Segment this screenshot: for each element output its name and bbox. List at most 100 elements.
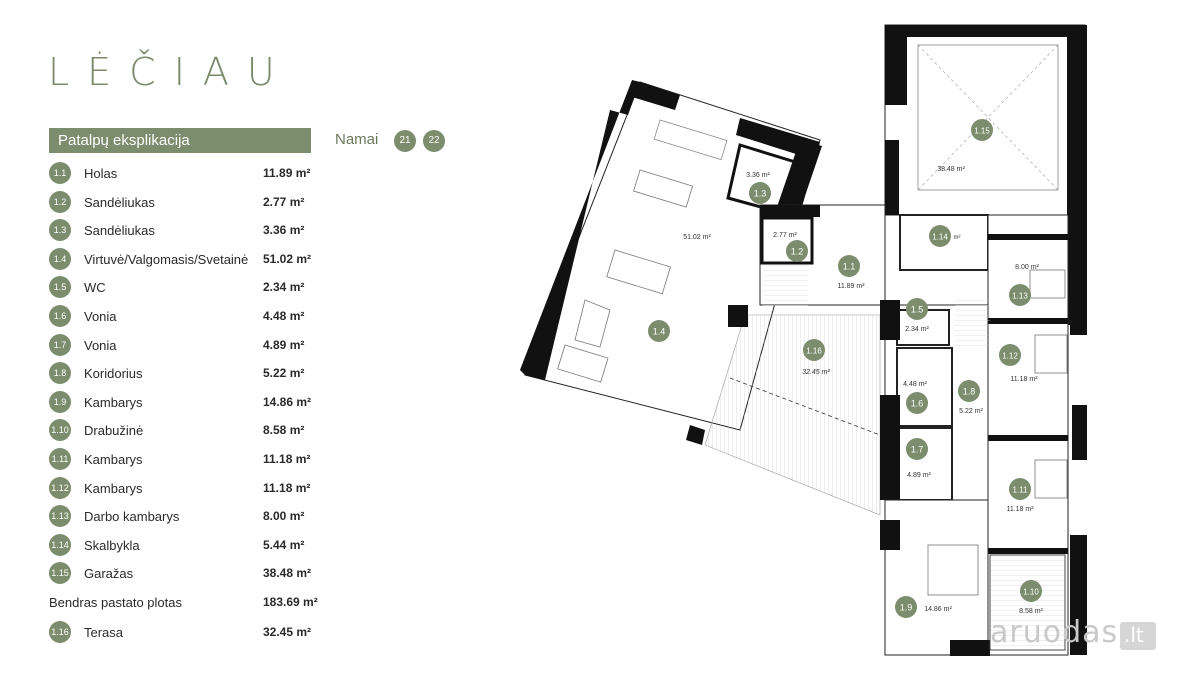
room-name: Darbo kambarys: [84, 509, 180, 525]
room-row: 1.3 Sandėliukas 3.36 m²: [49, 219, 329, 243]
svg-text:m²: m²: [954, 235, 961, 241]
svg-text:2.77 m²: 2.77 m²: [773, 232, 797, 239]
room-label: 1.11 11.18 m²: [1006, 478, 1034, 513]
room-badge: 1.2: [49, 190, 71, 213]
room-row: 1.10 Drabužinė 8.58 m²: [49, 419, 329, 443]
svg-text:1.7: 1.7: [911, 445, 924, 455]
room-row: 1.13 Darbo kambarys 8.00 m²: [49, 505, 329, 529]
room-area: 32.45 m²: [263, 625, 312, 639]
room-label: 1.14 m²: [929, 225, 961, 247]
svg-text:2.34 m²: 2.34 m²: [905, 326, 929, 333]
svg-text:1.4: 1.4: [653, 327, 666, 337]
room-badge: 1.5: [49, 276, 71, 299]
main-block: [759, 24, 1087, 656]
room-label: 1.1 11.89 m²: [837, 255, 865, 290]
room-name: Garažas: [84, 566, 134, 582]
svg-text:8.58 m²: 8.58 m²: [1019, 608, 1043, 615]
room-badge: 1.11: [49, 448, 71, 470]
svg-text:1.6: 1.6: [911, 399, 924, 409]
room-area: 4.89 m²: [263, 337, 305, 352]
room-label: 1.8 5.22 m²: [958, 380, 984, 415]
watermark-suffix: .lt: [1124, 623, 1144, 647]
floor-plan: 1.1 11.89 m² 1.2 2.77 m² 1.3 3.36 m² 1.4…: [520, 24, 1087, 656]
room-label: 1.4 51.02 m²: [648, 234, 711, 342]
svg-text:1.11: 1.11: [1013, 486, 1029, 495]
room-label: 1.2 2.77 m²: [773, 232, 808, 262]
room-row: 1.2 Sandėliukas 2.77 m²: [49, 190, 329, 215]
svg-text:1.1: 1.1: [843, 262, 856, 272]
svg-text:32.45 m²: 32.45 m²: [802, 369, 830, 376]
house-21-button[interactable]: 21: [394, 130, 416, 152]
room-area: 38.48 m²: [263, 566, 312, 581]
room-name: Drabužinė: [84, 423, 144, 439]
room-name: Kambarys: [84, 394, 143, 410]
room-row: 1.9 Kambarys 14.86 m²: [49, 390, 329, 415]
svg-text:11.18 m²: 11.18 m²: [1006, 506, 1034, 513]
room-badge: 1.3: [49, 219, 71, 242]
legend-title: Patalpų eksplikacija: [49, 128, 311, 153]
room-label: 1.12 11.18 m²: [999, 344, 1038, 383]
room-name: Virtuvė/Valgomasis/Svetainė: [84, 251, 249, 267]
room-name: WC: [84, 280, 106, 296]
svg-text:1.5: 1.5: [911, 305, 924, 315]
svg-text:1.8: 1.8: [963, 387, 976, 397]
room-row: 1.11 Kambarys 11.18 m²: [49, 448, 329, 472]
room-area: 2.77 m²: [263, 194, 305, 209]
room-area: 4.48 m²: [263, 309, 305, 323]
room-badge: 1.13: [49, 505, 71, 528]
svg-text:1.12: 1.12: [1002, 352, 1018, 361]
room-name: Vonia: [84, 337, 117, 353]
svg-text:3.36 m²: 3.36 m²: [746, 172, 770, 179]
room-badge: 1.16: [49, 621, 71, 643]
svg-text:1.9: 1.9: [900, 603, 913, 613]
house-22-button[interactable]: 22: [423, 130, 445, 152]
total-row: Bendras pastato plotas 183.69 m²: [49, 591, 329, 615]
room-badge: 1.6: [49, 305, 71, 327]
brand-logo: LĖČIAU: [48, 50, 293, 94]
room-label: 1.3 3.36 m²: [746, 172, 771, 204]
room-name: Kambarys: [84, 452, 143, 467]
room-label: 1.5 2.34 m²: [905, 298, 930, 333]
room-badge: 1.8: [49, 362, 71, 385]
room-name: Sandėliukas: [84, 223, 155, 239]
room-name: Sandėliukas: [84, 194, 155, 210]
svg-text:1.2: 1.2: [791, 247, 804, 257]
room-badge: 1.7: [49, 333, 71, 356]
room-label: 1.16 32.45 m²: [802, 339, 830, 376]
room-badge: 1.15: [49, 562, 71, 585]
svg-text:5.22 m²: 5.22 m²: [959, 408, 983, 415]
svg-text:4.89 m²: 4.89 m²: [907, 472, 931, 479]
room-name: Holas: [84, 166, 118, 181]
svg-text:11.89 m²: 11.89 m²: [837, 283, 865, 290]
room-area: 11.18 m²: [263, 452, 311, 466]
room-area: 14.86 m²: [263, 394, 312, 409]
room-area: 2.34 m²: [263, 280, 305, 295]
room-name: Skalbykla: [84, 537, 140, 553]
svg-text:38.48 m²: 38.48 m²: [937, 166, 965, 173]
room-label: 1.10 8.58 m²: [1019, 580, 1044, 615]
svg-text:1.15: 1.15: [974, 127, 990, 136]
room-area: 3.36 m²: [263, 223, 305, 238]
room-area: 11.89 m²: [263, 166, 311, 180]
svg-text:4.48 m²: 4.48 m²: [903, 381, 927, 388]
room-label: 1.6 4.48 m²: [903, 381, 928, 414]
room-row: 1.14 Skalbykla 5.44 m²: [49, 533, 329, 558]
svg-text:51.02 m²: 51.02 m²: [683, 234, 711, 241]
room-row: 1.1 Holas 11.89 m²: [49, 162, 329, 186]
room-area: 5.44 m²: [263, 537, 305, 552]
terrace-area: [704, 305, 881, 516]
room-name: Vonia: [84, 309, 117, 324]
svg-text:1.3: 1.3: [754, 189, 767, 199]
room-label: 1.15 38.48 m²: [937, 119, 993, 173]
room-area: 11.18 m²: [263, 480, 311, 495]
watermark: aruodas: [990, 615, 1119, 650]
room-name: Kambarys: [84, 480, 143, 496]
svg-text:1.13: 1.13: [1012, 292, 1028, 301]
room-row: 1.15 Garažas 38.48 m²: [49, 562, 329, 586]
room-label: 1.13 8.00 m²: [1009, 264, 1040, 306]
room-row: 1.6 Vonia 4.48 m²: [49, 305, 329, 329]
room-badge: 1.1: [49, 162, 71, 184]
room-row: 1.8 Koridorius 5.22 m²: [49, 362, 329, 386]
room-name: Terasa: [84, 625, 124, 640]
room-name: Koridorius: [84, 366, 143, 382]
